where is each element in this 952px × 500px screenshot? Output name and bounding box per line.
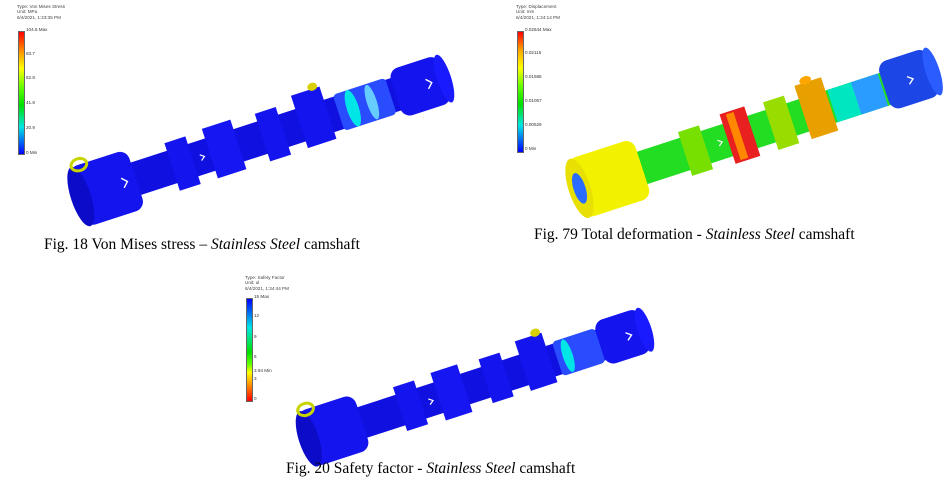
legend-date: 6/4/2021, 1:24:14 PM xyxy=(516,14,560,20)
tick-label: 9 xyxy=(254,334,257,339)
tick-label: 20.9 xyxy=(26,125,35,130)
deformation-colorbar xyxy=(517,31,524,153)
legend-date: 6/4/2021, 1:34:44 PM xyxy=(245,285,289,291)
caption-text: camshaft xyxy=(515,460,576,477)
caption-material: Stainless Steel xyxy=(210,236,301,253)
caption-text: camshaft xyxy=(300,236,360,253)
tick-label: 83.7 xyxy=(26,51,35,56)
legend-unit: Unit: MPa xyxy=(17,9,38,15)
tick-label: 0.00529 xyxy=(525,122,542,127)
tick-label: 3.94 Min xyxy=(254,368,272,373)
figure-caption: Fig. 20 Safety factor - Stainless Steel … xyxy=(286,460,575,478)
caption-text: Fig. 79 Total deformation - xyxy=(534,226,706,243)
caption-text: camshaft xyxy=(794,226,855,243)
camshaft-deformation-model xyxy=(565,47,943,218)
legend-type: Type: Displacement xyxy=(516,4,557,9)
legend-header: Type: Safety Factor Unit: ul 6/4/2021, 1… xyxy=(245,275,289,291)
legend-unit: Unit: ul xyxy=(245,280,260,286)
safety-colorbar xyxy=(246,298,253,402)
figure-caption: Fig. 18 Von Mises stress – Stainless Ste… xyxy=(44,236,360,254)
camshaft-safety-model xyxy=(295,307,655,467)
tick-label: 0 xyxy=(254,396,257,401)
legend-type: Type: Von Mises Stress xyxy=(17,4,65,9)
legend-date: 6/4/2021, 1:23:35 PM xyxy=(17,14,61,20)
tick-label: 12 xyxy=(254,313,260,318)
tick-label: 6 xyxy=(254,354,257,359)
tick-label: 104.6 Max xyxy=(26,27,48,32)
legend-type: Type: Safety Factor xyxy=(245,275,285,280)
tick-label: 0 Min xyxy=(26,150,38,155)
tick-label: 0.02644 Max xyxy=(525,27,552,32)
caption-material: Stainless Steel xyxy=(705,226,795,243)
caption-material: Stainless Steel xyxy=(426,460,516,477)
tick-label: 0 Min xyxy=(525,146,537,151)
caption-text: Fig. 18 Von Mises stress – xyxy=(44,236,211,253)
tick-label: 0.02115 xyxy=(525,50,542,55)
tick-label: 41.8 xyxy=(26,100,35,105)
stress-colorbar xyxy=(18,31,25,155)
legend-unit: Unit: mm xyxy=(516,9,535,15)
tick-label: 15 Max xyxy=(254,294,270,299)
tick-label: 0.01586 xyxy=(525,74,542,79)
figure-caption: Fig. 79 Total deformation - Stainless St… xyxy=(534,226,855,244)
legend-header: Type: Von Mises Stress Unit: MPa 6/4/202… xyxy=(17,4,65,20)
tick-label: 3 xyxy=(254,376,257,381)
caption-text: Fig. 20 Safety factor - xyxy=(286,460,427,477)
legend-header: Type: Displacement Unit: mm 6/4/2021, 1:… xyxy=(516,4,560,20)
camshaft-stress-model xyxy=(67,54,455,227)
tick-label: 62.8 xyxy=(26,75,35,80)
tick-label: 0.01057 xyxy=(525,98,542,103)
